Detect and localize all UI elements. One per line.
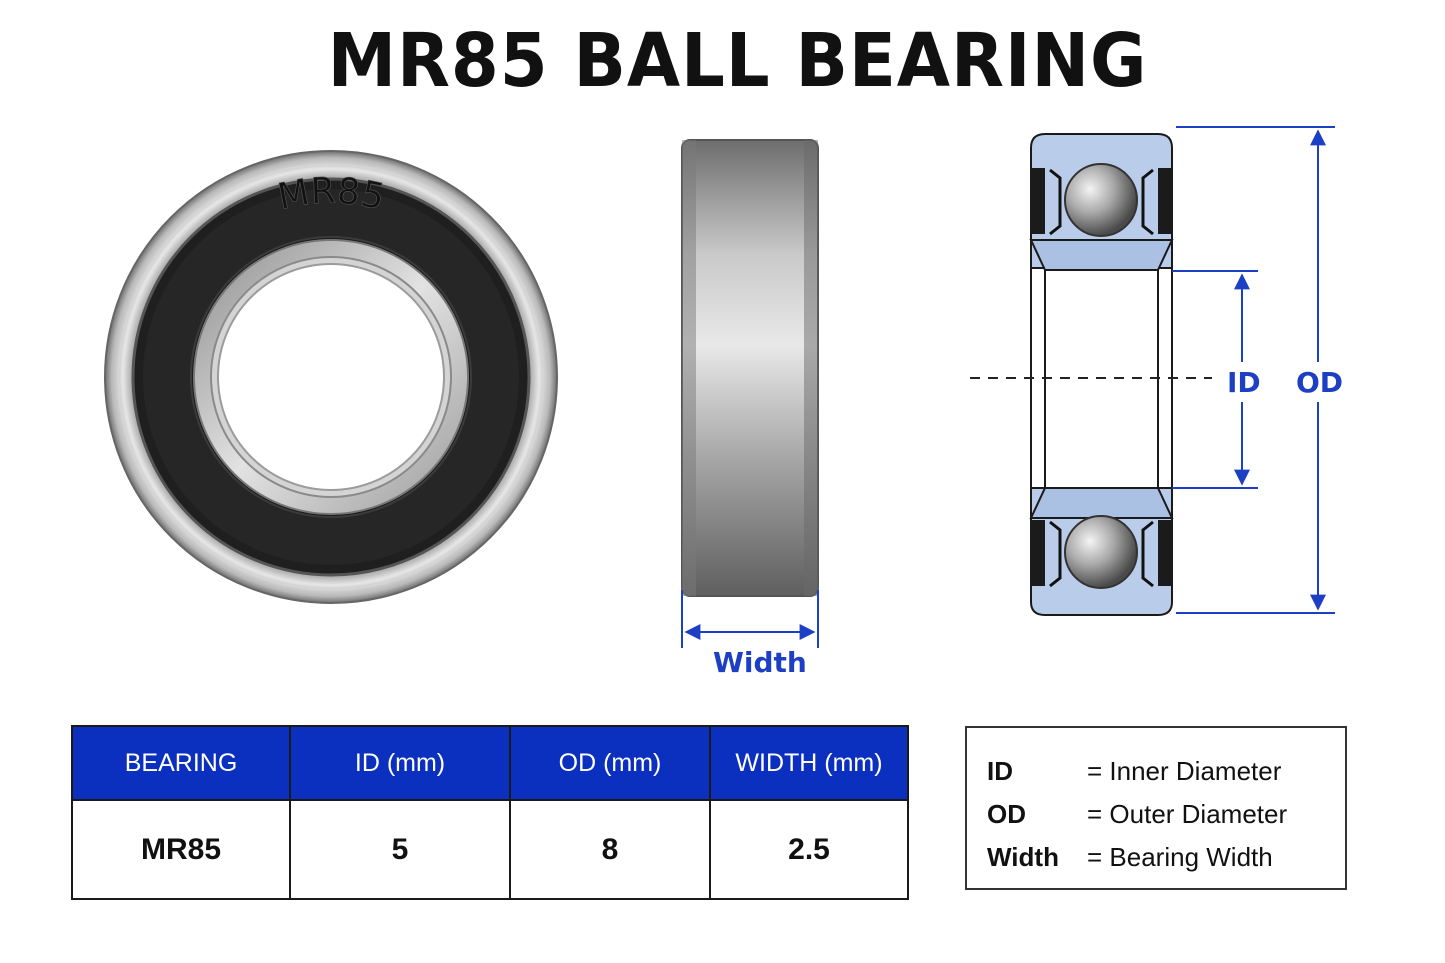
spec-table: BEARING ID (mm) OD (mm) WIDTH (mm) MR85 … [71,725,909,900]
cell-id: 5 [289,799,511,900]
id-label: ID [1227,366,1261,399]
od-label: OD [1296,366,1344,399]
legend-item-width: Width = Bearing Width [987,842,1273,873]
bearing-cross-section [970,133,1212,616]
legend-key: ID [987,756,1013,786]
width-label: Width [713,646,807,679]
legend-value: = Outer Diameter [1087,799,1288,829]
legend-item-id: ID = Inner Diameter [987,756,1281,787]
page-title: MR85 BALL BEARING [327,18,1148,104]
legend-key: OD [987,799,1026,829]
header-od: OD (mm) [509,725,711,800]
bearing-side-view [681,139,819,597]
bearing-front-view: MR85 [104,150,558,604]
legend-item-od: OD = Outer Diameter [987,799,1287,830]
legend-value: = Bearing Width [1087,842,1273,872]
header-bearing: BEARING [71,725,291,800]
legend-key: Width [987,842,1059,872]
width-dimension [681,590,819,648]
id-dimension [1172,270,1258,489]
spec-table-header: BEARING ID (mm) OD (mm) WIDTH (mm) [71,725,909,800]
bearing-marking: MR85 [274,171,388,219]
od-dimension [1176,126,1335,614]
cell-bearing: MR85 [71,799,291,900]
cell-od: 8 [509,799,711,900]
legend-value: = Inner Diameter [1087,756,1282,786]
header-id: ID (mm) [289,725,511,800]
legend-box: ID = Inner Diameter OD = Outer Diameter Wi… [965,726,1347,890]
header-width: WIDTH (mm) [709,725,909,800]
cell-width: 2.5 [709,799,909,900]
table-row: MR85 5 8 2.5 [71,799,909,900]
